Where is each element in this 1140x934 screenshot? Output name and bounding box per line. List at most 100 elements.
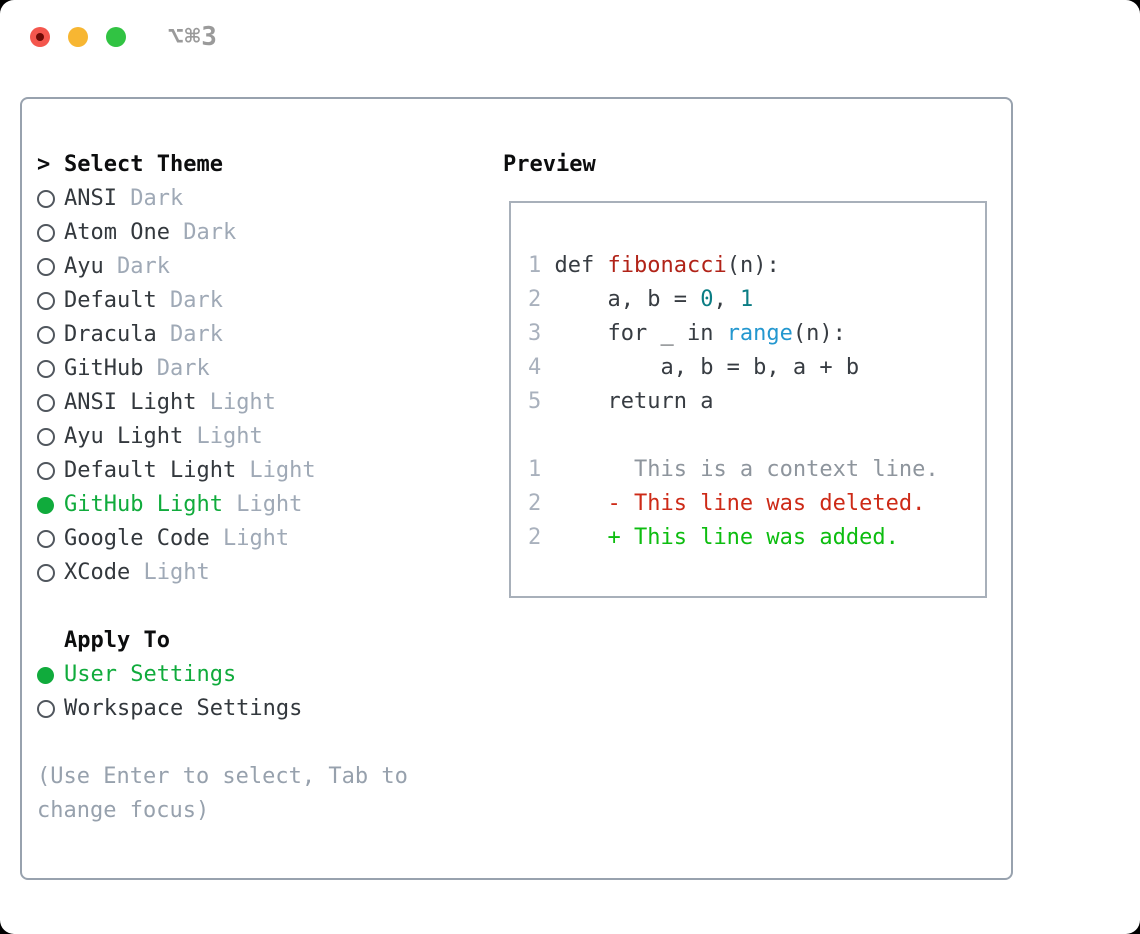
theme-option-dracula[interactable]: Dracula Dark <box>37 318 408 352</box>
code-line: 5 return a <box>528 385 985 419</box>
radio-icon <box>37 292 55 310</box>
theme-option-ayu[interactable]: Ayu Dark <box>37 250 408 284</box>
code-segment-num: 3 <box>528 321 555 346</box>
prompt-icon: > <box>37 152 51 177</box>
theme-option-label: Google Code <box>64 526 210 551</box>
theme-option-ansi[interactable]: ANSI Dark <box>37 182 408 216</box>
theme-option-default[interactable]: Default Dark <box>37 284 408 318</box>
radio-icon <box>37 394 55 412</box>
apply-option-label: Workspace Settings <box>64 696 303 721</box>
code-segment-number: 1 <box>739 287 754 312</box>
radio-selected-icon <box>37 496 54 514</box>
select-theme-header: > Select Theme <box>37 148 408 182</box>
theme-option-google-code[interactable]: Google Code Light <box>37 522 408 556</box>
theme-variant-label: Light <box>209 526 290 551</box>
theme-option-label: ANSI <box>64 186 117 211</box>
code-segment-number: 0 <box>700 287 714 312</box>
theme-option-label: Ayu Light <box>64 424 184 449</box>
theme-option-label: Dracula <box>64 322 157 347</box>
close-button[interactable] <box>30 27 50 47</box>
theme-option-label: GitHub Light <box>64 492 223 517</box>
theme-variant-label: Dark <box>169 220 237 245</box>
code-line: 2 a, b = 0, 1 <box>528 283 985 317</box>
code-segment-num: 1 <box>528 253 555 278</box>
code-segment-num: 4 <box>528 355 555 380</box>
code-segment-code: (n): <box>792 321 846 346</box>
code-segment-builtin: range <box>726 321 793 346</box>
theme-variant-label: Dark <box>156 288 223 313</box>
code-line: 4 a, b = b, a + b <box>528 351 985 385</box>
theme-option-xcode[interactable]: XCode Light <box>37 556 408 590</box>
spacer <box>37 590 408 624</box>
radio-selected-icon <box>37 666 54 684</box>
radio-icon <box>37 258 55 276</box>
theme-variant-label: Light <box>236 458 316 483</box>
theme-option-label: Default Light <box>64 458 237 483</box>
spacer <box>37 726 408 760</box>
theme-variant-label: Dark <box>143 356 210 381</box>
radio-icon <box>37 462 55 480</box>
code-line: 1 def fibonacci(n): <box>528 249 985 283</box>
code-line: 1 This is a context line. <box>528 453 985 487</box>
radio-icon <box>37 530 55 548</box>
radio-icon <box>37 326 55 344</box>
theme-option-github-light[interactable]: GitHub Light Light <box>37 488 408 522</box>
theme-option-atom-one[interactable]: Atom One Dark <box>37 216 408 250</box>
code-segment-code: return a <box>554 389 714 414</box>
theme-option-github[interactable]: GitHub Dark <box>37 352 408 386</box>
radio-icon <box>37 700 55 718</box>
radio-icon <box>37 190 55 208</box>
code-segment-code: def <box>554 253 608 278</box>
theme-variant-label: Light <box>222 492 303 517</box>
code-segment-code: a, b = b, a + b <box>554 355 860 380</box>
code-segment-code: for _ in <box>554 321 727 346</box>
theme-variant-label: Dark <box>156 322 223 347</box>
theme-variant-label: Light <box>183 424 263 449</box>
apply-option-user-settings[interactable]: User Settings <box>37 658 408 692</box>
apply-option-label: User Settings <box>64 662 237 687</box>
code-segment-added: + This line was added. <box>554 525 899 550</box>
code-segment-deleted: - This line was deleted. <box>554 491 926 516</box>
code-segment-num: 2 <box>528 287 555 312</box>
code-line <box>528 419 985 453</box>
minimize-button[interactable] <box>68 27 88 47</box>
window-title: ⌥⌘3 <box>168 22 218 52</box>
theme-option-label: Atom One <box>64 220 170 245</box>
code-segment-code: a, b = <box>554 287 701 312</box>
theme-variant-label: Dark <box>103 254 170 279</box>
help-text-line-1: (Use Enter to select, Tab to <box>37 764 408 789</box>
theme-option-label: XCode <box>64 560 131 585</box>
close-dot-icon <box>36 33 44 41</box>
theme-variant-label: Light <box>196 390 276 415</box>
code-line: 2 + This line was added. <box>528 521 985 555</box>
theme-option-ayu-light[interactable]: Ayu Light Light <box>37 420 408 454</box>
apply-option-workspace-settings[interactable]: Workspace Settings <box>37 692 408 726</box>
code-segment-code: (n): <box>726 253 780 278</box>
theme-option-default-light[interactable]: Default Light Light <box>37 454 408 488</box>
radio-icon <box>37 360 55 378</box>
theme-option-label: GitHub <box>64 356 144 381</box>
code-segment-num: 5 <box>528 389 555 414</box>
code-segment-context: This is a context line. <box>554 457 939 482</box>
theme-option-label: ANSI Light <box>64 390 197 415</box>
select-theme-label: Select Theme <box>64 152 223 177</box>
theme-variant-label: Dark <box>116 186 184 211</box>
code-line: 3 for _ in range(n): <box>528 317 985 351</box>
apply-to-header: Apply To <box>37 624 408 658</box>
theme-variant-label: Light <box>130 560 210 585</box>
radio-icon <box>37 564 55 582</box>
help-text-line-2: change focus) <box>37 798 210 823</box>
titlebar: ⌥⌘3 <box>0 0 1140 75</box>
zoom-button[interactable] <box>106 27 126 47</box>
radio-icon <box>37 224 55 242</box>
apply-to-label: Apply To <box>64 628 170 653</box>
theme-option-label: Ayu <box>64 254 104 279</box>
theme-option-ansi-light[interactable]: ANSI Light Light <box>37 386 408 420</box>
code-segment-num: 2 <box>528 491 555 516</box>
code-segment-func: fibonacci <box>607 253 727 278</box>
